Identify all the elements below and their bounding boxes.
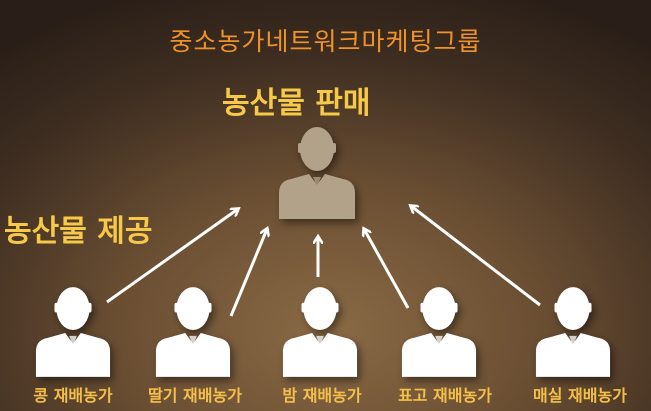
farm-label-bean: 콩 재배농가	[33, 386, 113, 405]
farm-label-plum: 매실 재배농가	[533, 386, 627, 405]
farmer-person-icon	[154, 286, 232, 378]
arrow-2	[229, 229, 267, 317]
arrow-5	[411, 206, 541, 307]
arrow-1	[106, 209, 238, 304]
farm-label-strawberry: 딸기 재배농가	[148, 386, 242, 405]
farmer-person-icon	[534, 286, 612, 378]
arrow-4	[364, 229, 410, 309]
center-label: 농산물 판매	[222, 86, 371, 121]
diagram-title: 중소농가네트워크마케팅그룹	[169, 27, 482, 56]
side-label: 농산물 제공	[4, 214, 153, 249]
farmer-person-icon	[400, 286, 478, 378]
farm-label-chestnut: 밤 재배농가	[282, 386, 362, 405]
farmer-person-icon	[34, 286, 112, 378]
farm-label-shiitake: 표고 재배농가	[398, 386, 492, 405]
farmer-person-icon	[281, 286, 359, 378]
